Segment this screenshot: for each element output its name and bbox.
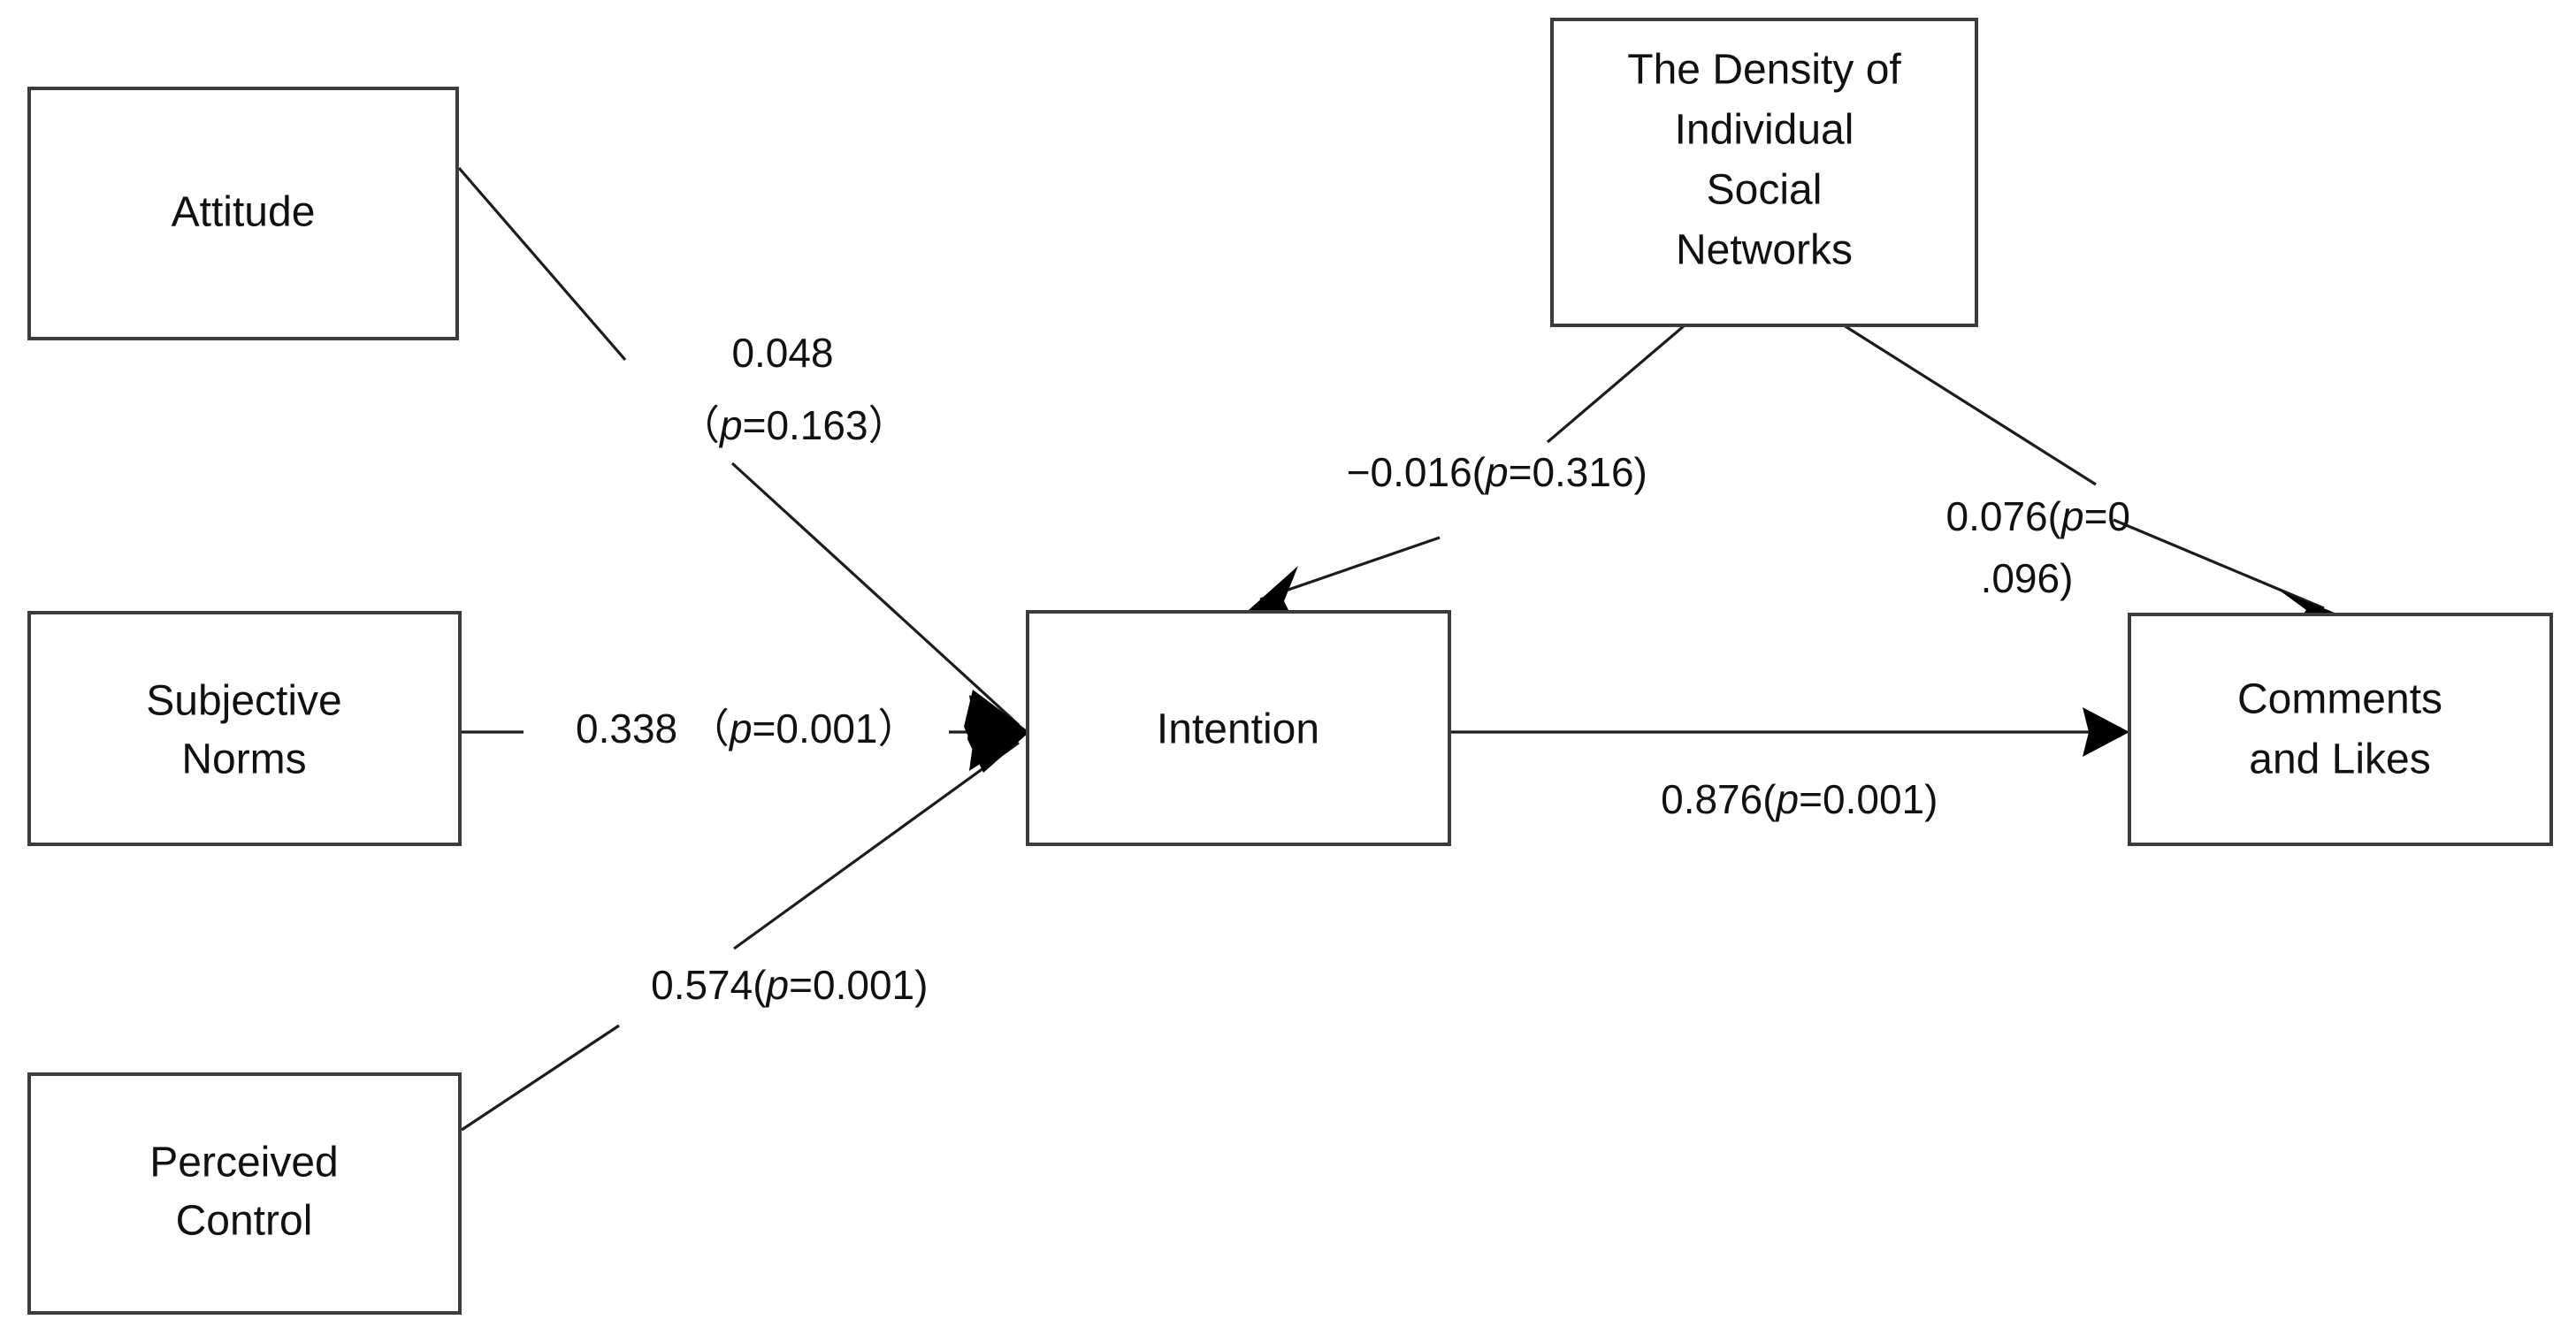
edge-label-di-post: =0.316) xyxy=(1509,449,1647,495)
edge-label-perceived-control-to-intention: 0.574(p=0.001) xyxy=(549,962,1007,1008)
edge-label-ic-text: 0.876(p=0.001) xyxy=(1559,776,2017,822)
edge-attitude-segment-upper xyxy=(457,166,627,362)
edge-label-di-pre: −0.016( xyxy=(1347,449,1487,495)
edge-label-sn-pre: 0.338 （ xyxy=(576,706,730,751)
edge-label-ic-post: =0.001) xyxy=(1799,776,1938,822)
edge-density-to-comments[interactable] xyxy=(1843,324,2339,619)
node-comments-likes-box xyxy=(2128,613,2553,846)
arrowhead-intention-comments xyxy=(2083,707,2129,757)
edge-label-dc-p: p xyxy=(2060,493,2084,539)
edge-perceived-control-to-intention[interactable] xyxy=(461,741,1020,1132)
node-perceived-control-label-line1: Perceived xyxy=(149,1140,338,1186)
edge-label-pc-post: =0.001) xyxy=(789,962,928,1008)
node-comments-and-likes[interactable]: Comments and Likes xyxy=(2128,613,2553,846)
node-perceived-control-box xyxy=(27,1072,462,1315)
edge-label-ic-pre: 0.876( xyxy=(1661,776,1777,822)
edge-label-intention-to-comments: 0.876(p=0.001) xyxy=(1559,776,2017,822)
node-comments-likes-label-line2: and Likes xyxy=(2249,736,2430,783)
edge-label-density-to-intention: −0.016(p=0.316) xyxy=(1245,449,1727,495)
node-attitude-box xyxy=(27,87,459,340)
edge-intention-to-comments[interactable] xyxy=(1449,707,2129,757)
node-density-label-line2: Individual xyxy=(1675,107,1854,154)
edge-label-attitude-line1: 0.048 xyxy=(731,330,833,376)
edge-pc-segment-upper xyxy=(733,741,1020,950)
node-attitude[interactable]: Attitude xyxy=(27,87,459,340)
node-comments-likes-label-line1: Comments xyxy=(2237,676,2442,723)
edge-label-dc-post: =0 xyxy=(2084,493,2130,539)
edge-label-pc-pre: 0.574( xyxy=(651,962,767,1008)
node-perceived-control-label-line2: Control xyxy=(176,1198,313,1245)
edge-label-density-intention-text: −0.016(p=0.316) xyxy=(1245,449,1727,495)
edge-density-comments-upper xyxy=(1843,324,2097,486)
edge-pc-segment-lower xyxy=(461,1024,620,1132)
node-density-label-line4: Networks xyxy=(1676,227,1853,274)
edge-label-density-to-comments: 0.076(p=0 .096) xyxy=(1845,493,2210,601)
edge-label-dc-pre: 0.076( xyxy=(1946,493,2062,539)
edge-label-ic-p: p xyxy=(1775,776,1800,822)
edge-label-sn-post: =0.001） xyxy=(753,706,919,751)
node-density-box xyxy=(1550,18,1978,327)
node-intention-box xyxy=(1026,610,1451,846)
edge-label-attitude-line2-pre: （ xyxy=(679,402,720,448)
arrowhead-density-intention xyxy=(1249,566,1298,619)
node-attitude-label: Attitude xyxy=(172,189,316,236)
edge-convergence-arrowhead xyxy=(964,690,1029,773)
node-perceived-control[interactable]: Perceived Control xyxy=(27,1072,462,1315)
node-subjective-norms-label-line1: Subjective xyxy=(146,678,341,725)
edge-label-dc-line2: .096) xyxy=(1981,555,2074,601)
edge-label-di-p: p xyxy=(1484,449,1509,495)
edge-label-pc-text: 0.574(p=0.001) xyxy=(549,962,1007,1008)
edge-density-intention-lower xyxy=(1259,536,1441,601)
edge-label-dc-line1: 0.076(p=0 xyxy=(1845,493,2210,539)
node-density-label-line3: Social xyxy=(1707,167,1823,214)
node-intention[interactable]: Intention xyxy=(1026,610,1451,846)
node-subjective-norms-box xyxy=(27,611,462,846)
node-subjective-norms[interactable]: Subjective Norms xyxy=(27,611,462,846)
edge-label-attitude-line2-p: p xyxy=(718,402,743,448)
edge-density-to-intention[interactable] xyxy=(1249,324,1686,619)
edge-label-sn-p: p xyxy=(728,706,753,751)
node-density-label-line1: The Density of xyxy=(1627,47,1901,94)
edge-attitude-segment-lower xyxy=(730,462,1020,727)
edge-density-intention-upper xyxy=(1546,324,1686,444)
arrowhead-density-comments xyxy=(2280,591,2339,619)
edge-label-subjective-norms-to-intention: 0.338 （p=0.001） xyxy=(474,706,998,751)
edge-attitude-to-intention[interactable] xyxy=(457,166,1020,727)
edge-label-pc-p: p xyxy=(765,962,790,1008)
edge-label-attitude-to-intention: 0.048 （p=0.163） xyxy=(577,330,988,448)
node-intention-label: Intention xyxy=(1157,706,1319,753)
node-density-of-individual-social-networks[interactable]: The Density of Individual Social Network… xyxy=(1550,18,1978,327)
edge-density-comments-lower xyxy=(2113,518,2325,610)
edge-label-sn-text: 0.338 （p=0.001） xyxy=(474,706,998,751)
node-subjective-norms-label-line2: Norms xyxy=(181,736,306,783)
edge-label-attitude-line2: （p=0.163） xyxy=(577,402,988,448)
edge-label-attitude-line2-post: =0.163） xyxy=(743,402,909,448)
